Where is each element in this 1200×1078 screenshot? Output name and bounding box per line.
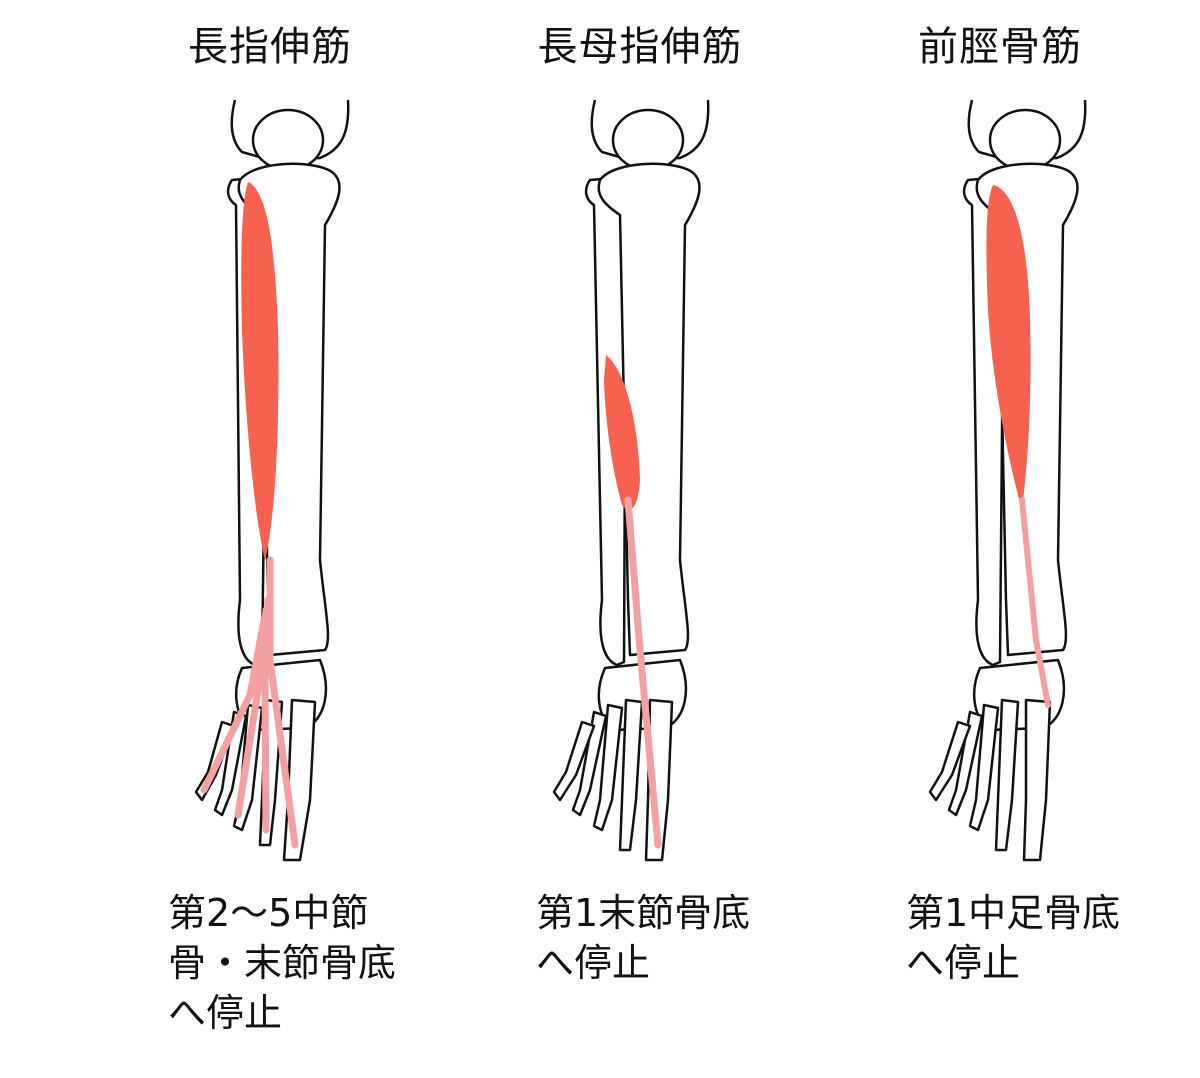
metatarsal-4 — [213, 710, 248, 817]
leg-skeleton-illustration — [194, 99, 350, 862]
panel-tibialis-anterior: 前脛骨筋 第1中足骨底 へ停止 — [800, 0, 1200, 1078]
metatarsal-4 — [571, 710, 608, 817]
patella-bone — [251, 108, 325, 172]
panel-extensor-digitorum-longus: 長指伸筋 第2〜5中節 骨・末 — [70, 0, 470, 1078]
muscle-belly — [604, 355, 640, 510]
note-line: へ停止 — [168, 991, 283, 1035]
tendons — [624, 496, 662, 849]
metatarsal-4 — [947, 710, 984, 817]
note-line: 第1末節骨底 — [536, 891, 751, 935]
insertion-note: 第2〜5中節 骨・末節骨底 へ停止 — [168, 888, 396, 1038]
metatarsal-5 — [552, 720, 596, 802]
tibia-bone — [597, 162, 701, 657]
insertion-note: 第1末節骨底 へ停止 — [536, 888, 750, 988]
leg-skeleton-illustration — [928, 99, 1087, 862]
note-line: へ停止 — [536, 941, 651, 985]
tendons — [1019, 497, 1051, 708]
patella-bone — [611, 108, 685, 172]
tendon-to-toe-5 — [200, 616, 268, 794]
metatarsal-1 — [1022, 698, 1052, 862]
tendon-to-first-metatarsal — [1019, 497, 1051, 708]
patella-bone — [988, 108, 1062, 172]
metatarsal-2 — [994, 698, 1020, 852]
tendons — [200, 556, 299, 849]
muscle-belly — [986, 185, 1031, 510]
metatarsal-3 — [592, 703, 624, 832]
note-line: へ停止 — [906, 941, 1021, 985]
leg-skeleton-illustration — [552, 99, 710, 862]
metatarsal-3 — [968, 703, 1000, 832]
panel-title: 前脛骨筋 — [918, 24, 1082, 70]
panel-title: 長母指伸筋 — [537, 24, 743, 70]
tendon-to-toe-2 — [266, 556, 299, 849]
note-line: 骨・末節骨底 — [168, 941, 397, 985]
note-line: 第1中足骨底 — [906, 891, 1121, 935]
note-line: 第2〜5中節 — [168, 891, 369, 935]
metatarsal-5 — [928, 720, 972, 802]
muscle-belly — [241, 182, 279, 560]
tendon-to-great-toe — [624, 496, 662, 849]
insertion-note: 第1中足骨底 へ停止 — [906, 888, 1120, 988]
panel-extensor-hallucis-longus: 長母指伸筋 第1末節骨底 へ停止 — [440, 0, 840, 1078]
panel-title: 長指伸筋 — [188, 24, 352, 70]
